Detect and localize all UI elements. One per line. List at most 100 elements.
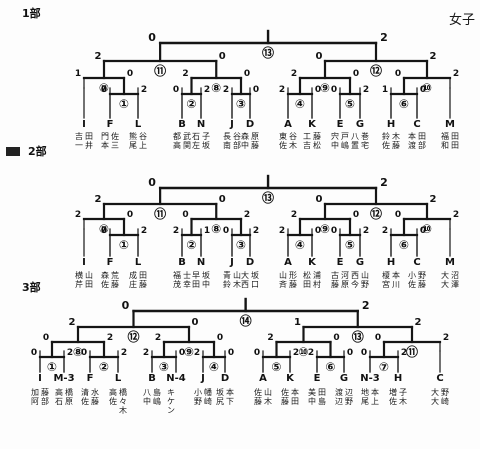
corner-label: 女子 — [449, 12, 475, 28]
match-number: ⑥ — [325, 360, 335, 374]
match-number: ② — [99, 360, 109, 374]
score: 0 — [173, 85, 179, 95]
team-name: 宍中 — [331, 131, 339, 150]
score: 0 — [217, 333, 223, 343]
score: 2 — [430, 194, 437, 205]
team-name: 加阿 — [31, 387, 39, 406]
score: 2 — [204, 85, 210, 95]
match-number: ⑧ — [211, 222, 221, 236]
score: 0 — [31, 348, 37, 358]
team-name: 谷部 — [233, 132, 241, 150]
team-name: 大大 — [431, 387, 439, 406]
match-number: ④ — [209, 360, 219, 374]
score: 2 — [291, 69, 297, 79]
score: 2 — [380, 31, 388, 44]
score: 2 — [279, 85, 285, 95]
score: 0 — [244, 69, 250, 79]
match-number: ④ — [295, 238, 305, 252]
match-number: ⑫ — [370, 63, 382, 78]
score: 2 — [279, 226, 285, 236]
team-letter: I — [82, 257, 86, 268]
match-number: ⑪ — [154, 206, 166, 221]
team-name: 高佐 — [109, 387, 117, 406]
score: 2 — [415, 317, 422, 328]
score: 0 — [375, 333, 381, 343]
match-number: ② — [186, 97, 196, 111]
team-letter: I — [38, 373, 42, 384]
team-name: 門本 — [101, 132, 109, 150]
team-letter: A — [259, 373, 267, 384]
score: 2 — [363, 85, 369, 95]
team-name: 沼澤 — [451, 271, 459, 289]
team-name: 坂尻 — [216, 387, 224, 406]
team-letter: D — [246, 119, 254, 130]
team-name: 浦村 — [313, 270, 321, 289]
team-letter: J — [229, 257, 234, 268]
team-name: 地尾 — [361, 387, 369, 406]
team-name: 子木 — [399, 388, 407, 406]
score: 2 — [223, 85, 229, 95]
team-letter: J — [200, 373, 205, 384]
team-letter: K — [308, 119, 317, 130]
team-letter: D — [221, 373, 229, 384]
team-name: 島嶋 — [153, 387, 161, 406]
team-letter: F — [107, 119, 114, 130]
team-letter: F — [107, 257, 114, 268]
match-number: ⑦ — [99, 81, 109, 95]
team-name: 戸嶋 — [341, 132, 349, 150]
team-name: 武関 — [183, 131, 191, 150]
team-name: 橋原 — [65, 387, 73, 406]
team-letter: B — [178, 257, 186, 268]
score: 1 — [294, 317, 301, 328]
team-letter: D — [246, 257, 254, 268]
team-name: 増佐 — [389, 387, 397, 406]
match-number: ⑬ — [352, 329, 364, 344]
team-name: 美中 — [308, 387, 316, 406]
team-name: 榎宮 — [382, 270, 390, 289]
score: 0 — [228, 348, 234, 358]
team-name: 田島 — [318, 388, 326, 406]
match-number: ⑤ — [271, 360, 281, 374]
team-name: 山野 — [361, 270, 369, 289]
team-letter: G — [356, 257, 364, 268]
team-letter: M-3 — [53, 373, 74, 384]
score: 2 — [182, 69, 188, 79]
team-letter: L — [115, 373, 122, 384]
score: 0 — [331, 226, 337, 236]
match-number: ③ — [159, 360, 169, 374]
match-number: ⑩ — [422, 81, 432, 95]
score: 0 — [316, 194, 323, 205]
team-name: 谷上 — [139, 132, 147, 150]
score: 1 — [75, 69, 81, 79]
team-name: 佐藤 — [254, 387, 262, 406]
match-number: ⑫ — [370, 206, 382, 221]
team-name: 藤松 — [313, 131, 321, 150]
score: 0 — [219, 51, 226, 62]
score: 2 — [453, 210, 459, 220]
team-name: 山斉 — [279, 270, 287, 289]
match-number: ⑫ — [127, 329, 139, 344]
team-name: 坂中 — [202, 270, 210, 289]
team-name: 子坂 — [202, 132, 210, 150]
score: 2 — [430, 51, 437, 62]
team-name: 横芹 — [75, 270, 83, 289]
score: 0 — [333, 333, 339, 343]
match-number: ⑭ — [240, 313, 252, 328]
team-name: 小佐 — [408, 271, 416, 289]
score: 0 — [347, 348, 353, 358]
team-name: 八中 — [143, 388, 151, 406]
team-letter: L — [135, 257, 142, 268]
score: 0 — [253, 85, 259, 95]
match-number: ④ — [295, 97, 305, 111]
match-number: ⑤ — [345, 97, 355, 111]
score: 0 — [315, 85, 321, 95]
team-letter: M — [445, 119, 455, 130]
score: 2 — [293, 348, 299, 358]
team-name: 辺野 — [345, 388, 353, 406]
division-label: 1部 — [22, 6, 41, 20]
score: 2 — [95, 194, 102, 205]
match-number: ⑩ — [422, 222, 432, 236]
score: 2 — [382, 226, 388, 236]
team-letter: G — [356, 119, 364, 130]
